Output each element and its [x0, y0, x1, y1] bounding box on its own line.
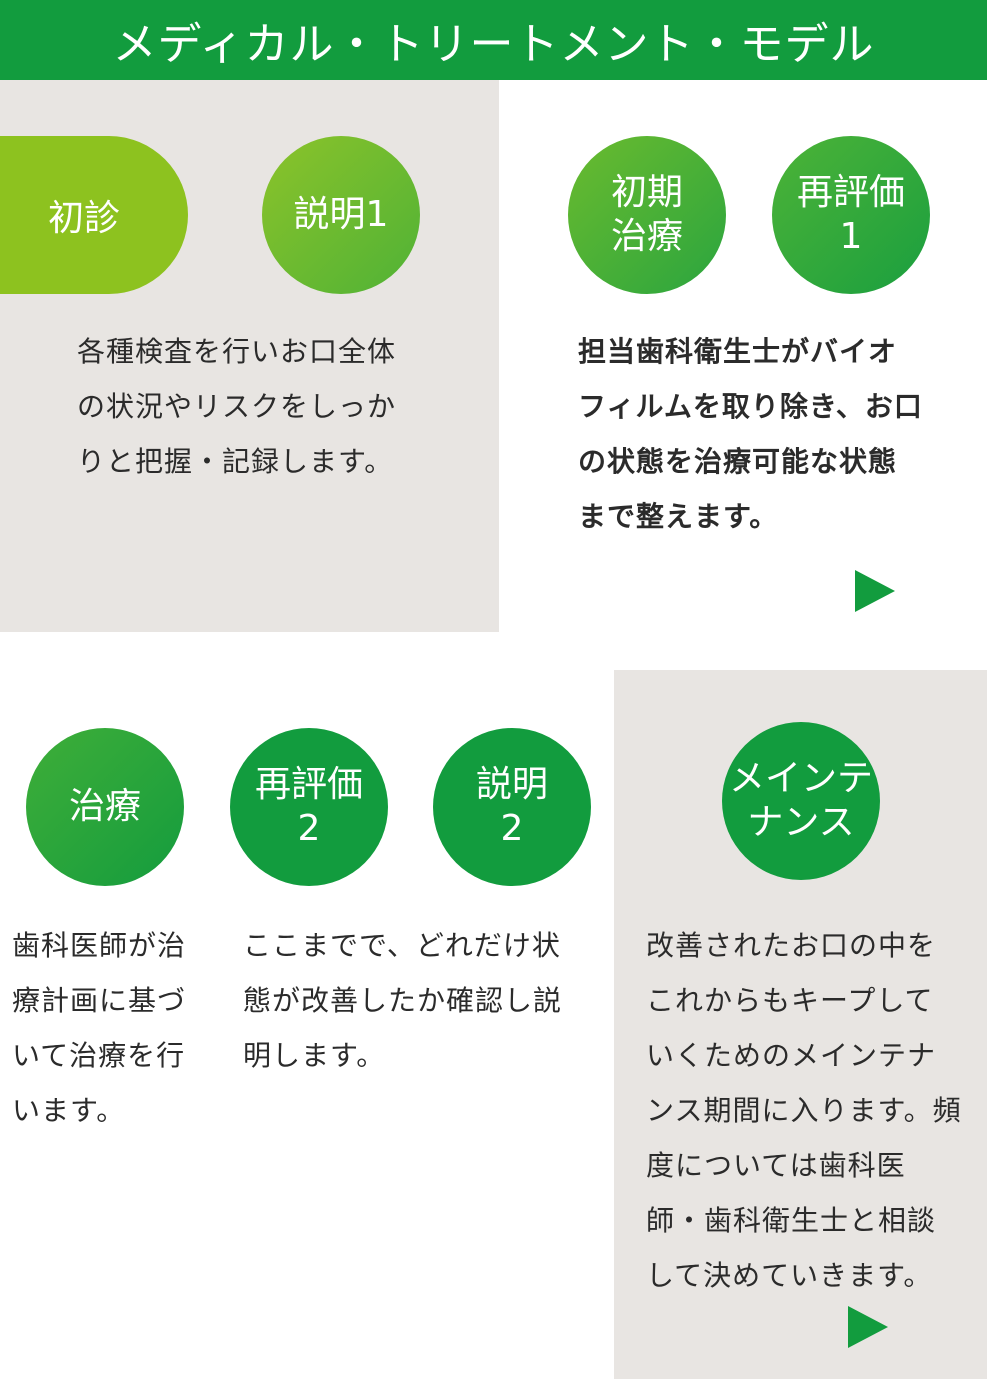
page-title: メディカル・トリートメント・モデル — [0, 0, 987, 80]
step-initial-exam: 初診 — [0, 136, 188, 294]
flow-arrow-2 — [100, 1306, 888, 1348]
description-reevaluation-2: ここまでで、どれだけ状態が改善したか確認し説明します。 — [243, 929, 563, 1072]
step-explanation-1: 説明1 — [262, 136, 420, 294]
description-initial-treatment: 担当歯科衛生士がバイオフィルムを取り除き、お口の状態を治療可能な状態まで整えます… — [578, 335, 923, 533]
description-maintenance: 改善されたお口の中をこれからもキープしていくためのメインテナンス期間に入ります。… — [646, 929, 962, 1292]
flow-arrow-1 — [92, 570, 895, 612]
step-treatment: 治療 — [26, 728, 184, 886]
step-reevaluation-2: 再評価 2 — [230, 728, 388, 886]
description-initial: 各種検査を行いお口全体の状況やリスクをしっかりと把握・記録します。 — [77, 335, 397, 478]
step-initial-treatment: 初期 治療 — [568, 136, 726, 294]
description-treatment: 歯科医師が治療計画に基づいて治療を行います。 — [12, 929, 187, 1127]
step-reevaluation-1: 再評価 1 — [772, 136, 930, 294]
step-maintenance: メインテ ナンス — [722, 722, 880, 880]
step-explanation-2: 説明 2 — [433, 728, 591, 886]
